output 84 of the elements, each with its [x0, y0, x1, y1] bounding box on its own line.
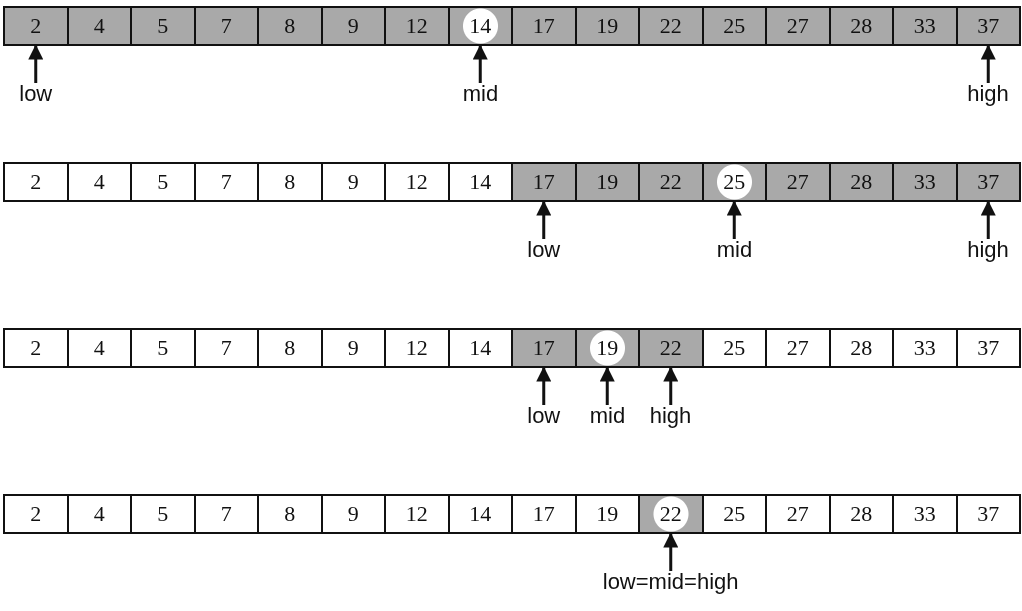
array-cell: 28 — [828, 494, 894, 534]
array-cell: 17 — [511, 494, 577, 534]
pointer-label: high — [967, 238, 1009, 262]
array-cell: 37 — [955, 328, 1021, 368]
arrow — [472, 44, 488, 83]
array-cell: 27 — [765, 162, 831, 202]
arrow — [663, 532, 679, 571]
array-cell: 2 — [3, 6, 69, 46]
array-cell: 7 — [193, 6, 259, 46]
array-cell: 22 — [638, 6, 704, 46]
array-cell: 22 — [638, 494, 704, 534]
array-cell: 14 — [447, 162, 513, 202]
array-cell: 4 — [66, 6, 132, 46]
pointer-label: low — [19, 82, 53, 106]
array-cell: 9 — [320, 494, 386, 534]
array-cell: 5 — [130, 494, 196, 534]
arrow — [28, 44, 44, 83]
array-cell: 9 — [320, 6, 386, 46]
array-cell: 8 — [257, 494, 323, 534]
array-cell: 28 — [828, 162, 894, 202]
array-cell: 7 — [193, 328, 259, 368]
array-cell: 37 — [955, 6, 1021, 46]
arrow — [980, 44, 996, 83]
arrow — [980, 200, 996, 239]
array-cell: 25 — [701, 6, 767, 46]
array-cell: 2 — [3, 162, 69, 202]
array-cell: 28 — [828, 6, 894, 46]
array-cell: 19 — [574, 494, 640, 534]
array-cell: 14 — [447, 328, 513, 368]
pointer-label: low=mid=high — [602, 570, 739, 594]
array-cell: 12 — [384, 6, 450, 46]
array-cell: 12 — [384, 162, 450, 202]
array-cell: 27 — [765, 328, 831, 368]
array-cell: 33 — [892, 328, 958, 368]
array-cell: 4 — [66, 494, 132, 534]
array-cell: 9 — [320, 162, 386, 202]
array-cell: 12 — [384, 494, 450, 534]
arrow — [599, 366, 615, 405]
array-cell: 25 — [701, 162, 767, 202]
array-cell: 14 — [447, 494, 513, 534]
pointer-label: high — [649, 404, 692, 428]
array-cell: 17 — [511, 162, 577, 202]
array-cell: 7 — [193, 494, 259, 534]
array-cell: 37 — [955, 494, 1021, 534]
array-cell: 5 — [130, 6, 196, 46]
pointer-label: low — [527, 238, 561, 262]
array-cell: 19 — [574, 328, 640, 368]
array-cell: 9 — [320, 328, 386, 368]
array-cell: 37 — [955, 162, 1021, 202]
array-cell: 7 — [193, 162, 259, 202]
array-cell: 25 — [701, 328, 767, 368]
arrow — [726, 200, 742, 239]
array-cell: 33 — [892, 162, 958, 202]
array-cell: 27 — [765, 494, 831, 534]
pointer-label: mid — [589, 404, 626, 428]
array-cell: 33 — [892, 494, 958, 534]
array-cell: 25 — [701, 494, 767, 534]
arrow — [536, 200, 552, 239]
array-cell: 19 — [574, 162, 640, 202]
array-cell: 5 — [130, 162, 196, 202]
array-cell: 27 — [765, 6, 831, 46]
array-cell: 22 — [638, 162, 704, 202]
pointer-label: mid — [716, 238, 753, 262]
pointer-label: high — [967, 82, 1009, 106]
array-cell: 5 — [130, 328, 196, 368]
arrow — [536, 366, 552, 405]
arrow — [663, 366, 679, 405]
array-cell: 8 — [257, 6, 323, 46]
array-cell: 22 — [638, 328, 704, 368]
array-cell: 2 — [3, 494, 69, 534]
array-cell: 4 — [66, 328, 132, 368]
array-cell: 33 — [892, 6, 958, 46]
array-cell: 14 — [447, 6, 513, 46]
array-cell: 4 — [66, 162, 132, 202]
pointer-label: low — [527, 404, 561, 428]
array-cell: 8 — [257, 162, 323, 202]
array-cell: 12 — [384, 328, 450, 368]
array-cell: 19 — [574, 6, 640, 46]
pointer-label: mid — [462, 82, 499, 106]
array-cell: 17 — [511, 6, 577, 46]
array-cell: 28 — [828, 328, 894, 368]
array-cell: 2 — [3, 328, 69, 368]
array-cell: 17 — [511, 328, 577, 368]
array-cell: 8 — [257, 328, 323, 368]
